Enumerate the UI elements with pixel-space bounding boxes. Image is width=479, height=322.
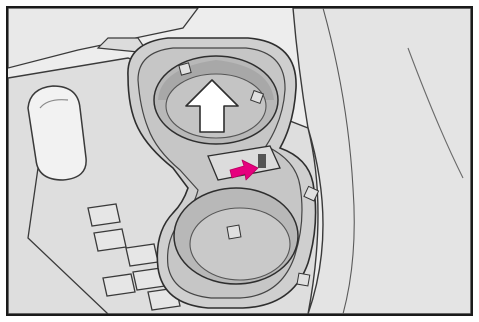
cup-holder-illustration	[6, 6, 473, 316]
console-drawing	[8, 8, 471, 314]
side-panel	[293, 8, 471, 314]
release-tab[interactable]	[258, 154, 266, 168]
